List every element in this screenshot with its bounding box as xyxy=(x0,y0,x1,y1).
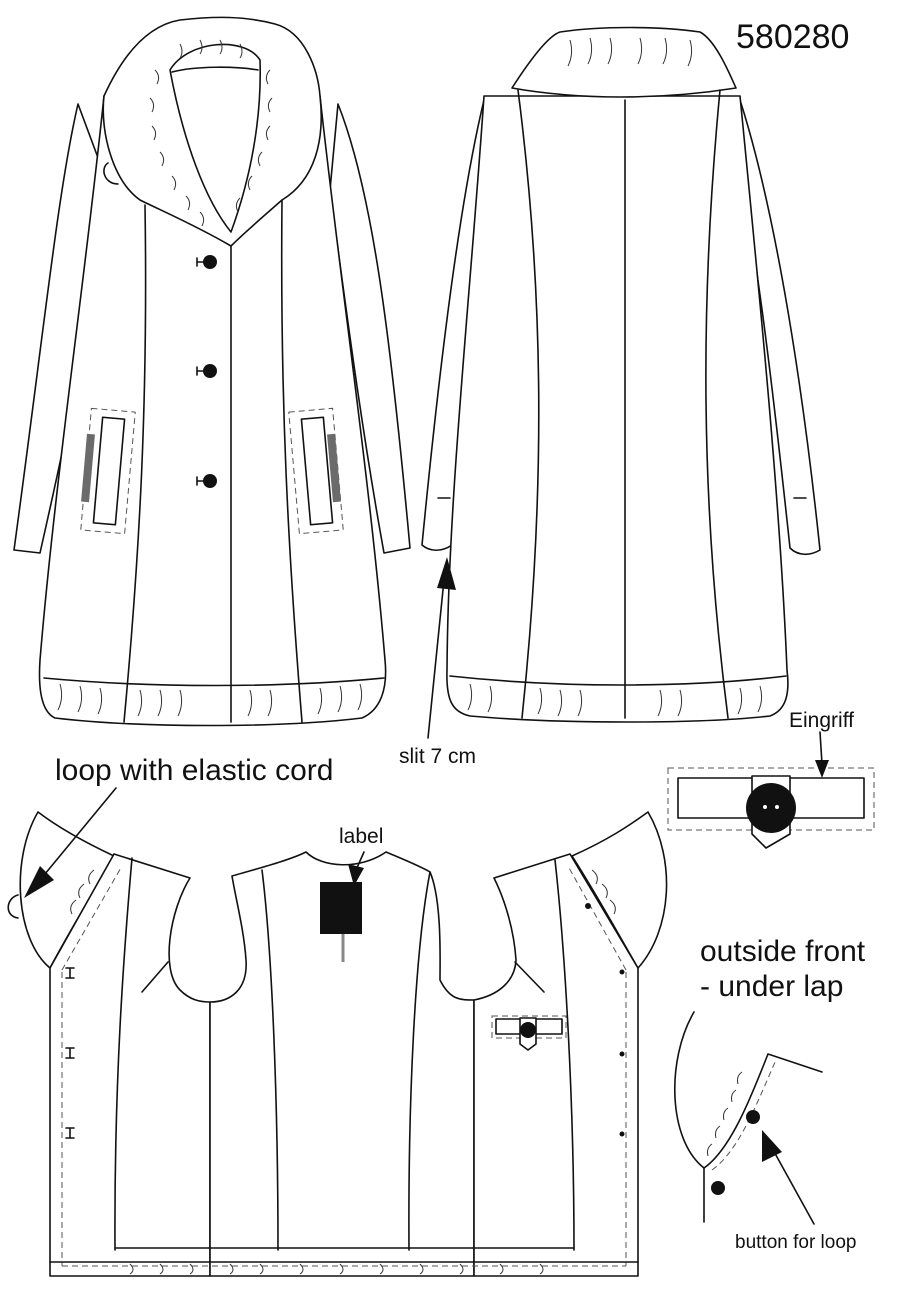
loop-arrow-head xyxy=(24,866,54,898)
slit-arrow-head xyxy=(437,557,456,590)
back-left-panel-seam xyxy=(517,89,540,719)
back-right-panel-seam xyxy=(705,89,729,719)
front-collar-inner xyxy=(169,43,262,233)
inside-right-front xyxy=(473,853,639,1277)
back-hem-gather-line xyxy=(449,675,787,686)
eingriff-arrow-line xyxy=(819,731,823,765)
eingriff-detail xyxy=(667,731,875,849)
inside-loop xyxy=(7,894,19,919)
label-arrow-head xyxy=(348,864,364,886)
front-hem-gathers xyxy=(57,683,363,717)
front-buttons xyxy=(196,255,217,488)
front-left-pocket xyxy=(80,407,136,535)
eingriff-label: Eingriff xyxy=(789,709,854,732)
inside-left-front xyxy=(49,853,211,1277)
eingriff-arrow-head xyxy=(815,760,829,778)
label-label: label xyxy=(339,825,384,848)
outside-front-detail xyxy=(674,1011,823,1225)
inside-view xyxy=(7,787,668,1277)
back-hem-gathers xyxy=(467,683,763,717)
back-view xyxy=(421,26,821,739)
front-loop xyxy=(103,162,119,185)
brand-label xyxy=(320,882,362,934)
slit-arrow-line xyxy=(427,569,446,739)
front-right-panel-seam xyxy=(280,199,303,723)
inside-back-panel xyxy=(209,851,475,1277)
bfl-arrow-line xyxy=(771,1147,815,1225)
front-hem-gather-line xyxy=(43,677,385,687)
front-view xyxy=(13,16,411,727)
front-right-pocket xyxy=(288,407,344,535)
front-body xyxy=(38,95,387,727)
inside-right-collar xyxy=(571,811,668,969)
button-for-loop-label: button for loop xyxy=(735,1232,857,1253)
front-neck-band xyxy=(171,66,259,73)
back-body xyxy=(446,95,789,723)
loop-arrow-line xyxy=(39,787,117,881)
front-left-panel-seam xyxy=(123,204,147,723)
style-code: 580280 xyxy=(736,18,850,56)
bfl-arrow-head xyxy=(762,1130,782,1162)
front-collar-gathers xyxy=(149,39,273,227)
loop-label: loop with elastic cord xyxy=(55,754,334,787)
back-collar-gathers xyxy=(567,37,693,67)
back-collar xyxy=(511,26,737,98)
slit-label: slit 7 cm xyxy=(399,745,477,768)
outside-front-label: outside front - under lap xyxy=(700,935,866,1003)
